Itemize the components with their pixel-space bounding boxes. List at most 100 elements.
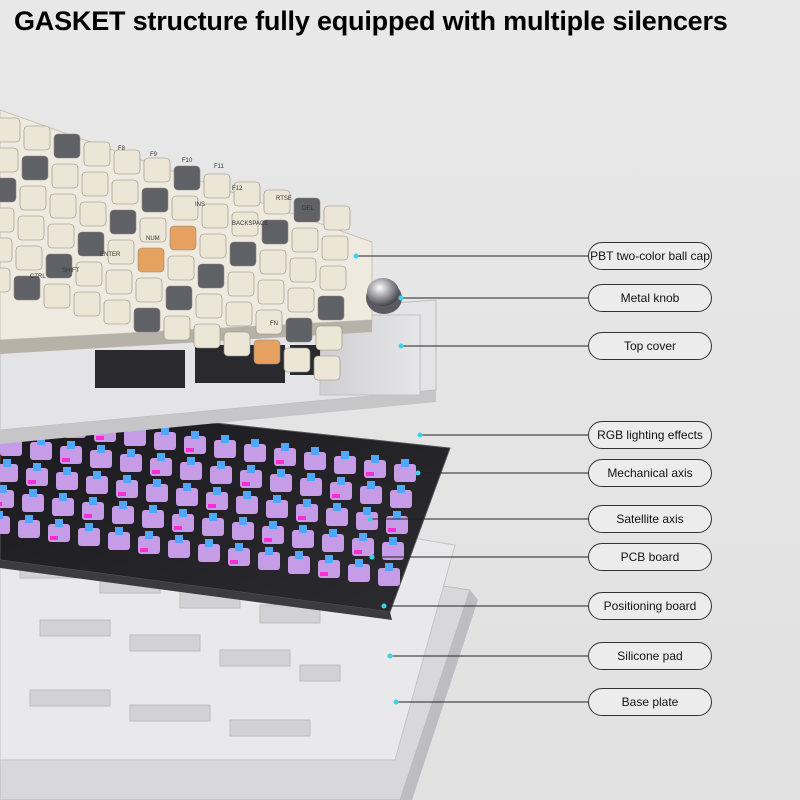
keycap [47, 223, 75, 249]
callout-base-plate: Base plate [588, 688, 712, 716]
mechanical-switch [18, 515, 40, 538]
mechanical-switch [48, 519, 70, 542]
mechanical-switch [30, 437, 52, 460]
keycap [259, 249, 287, 275]
keycap [197, 263, 225, 289]
keycap [111, 179, 139, 205]
mechanical-switch [214, 435, 236, 458]
callout-pbt-keycaps: PBT two-color ball cap [588, 242, 712, 270]
keycap [169, 225, 197, 251]
keycap-legend: NUM [146, 236, 160, 242]
keycap [223, 331, 251, 357]
keycap [0, 237, 13, 263]
callout-positioning-board: Positioning board [588, 592, 712, 620]
keycap [283, 347, 311, 373]
keycap [317, 295, 345, 321]
keycap [289, 257, 317, 283]
mechanical-switch [198, 539, 220, 562]
page-title: GASKET structure fully equipped with mul… [14, 6, 728, 36]
keycap [45, 253, 73, 279]
mechanical-switch [116, 475, 138, 498]
keycap [53, 133, 81, 159]
mechanical-switch [330, 477, 352, 500]
keycap [135, 277, 163, 303]
mechanical-switch [112, 501, 134, 524]
callout-rgb-lighting: RGB lighting effects [588, 421, 712, 449]
mechanical-switch [22, 489, 44, 512]
mechanical-switch [108, 527, 130, 550]
keycap [315, 325, 343, 351]
mechanical-switch [228, 543, 250, 566]
keycap [43, 283, 71, 309]
mechanical-switch [352, 533, 374, 556]
keycap [143, 157, 171, 183]
keycap [233, 181, 261, 207]
mechanical-switch [56, 467, 78, 490]
keycap [139, 217, 167, 243]
mechanical-switch [270, 469, 292, 492]
callout-metal-knob: Metal knob [588, 284, 712, 312]
keycap [13, 275, 41, 301]
keycap [15, 245, 43, 271]
keycap [255, 309, 283, 335]
callout-mechanical-axis: Mechanical axis [588, 459, 712, 487]
keycap [285, 317, 313, 343]
keycap [313, 355, 341, 381]
mechanical-switch [210, 461, 232, 484]
keycap [203, 173, 231, 199]
keycap-legend: SHIFT [62, 268, 80, 274]
keycap-legend: RTSE [276, 196, 292, 202]
keycap-legend: BACKSPACE [232, 221, 268, 227]
keycap [171, 195, 199, 221]
mechanical-switch [82, 497, 104, 520]
mechanical-switch [168, 535, 190, 558]
keycap [107, 239, 135, 265]
mechanical-switch [318, 555, 340, 578]
keycap [137, 247, 165, 273]
mechanical-switch [292, 525, 314, 548]
mechanical-switch [390, 485, 412, 508]
callout-satellite-axis: Satellite axis [588, 505, 712, 533]
mechanical-switch [236, 491, 258, 514]
keycap [225, 301, 253, 327]
mechanical-switch [138, 531, 160, 554]
mechanical-switch [244, 439, 266, 462]
mechanical-switch [262, 521, 284, 544]
keycap [51, 163, 79, 189]
mechanical-switch [296, 499, 318, 522]
keycap [17, 215, 45, 241]
mechanical-switch [176, 483, 198, 506]
keycap [141, 187, 169, 213]
mechanical-switch [386, 511, 408, 534]
mechanical-switch [0, 459, 18, 482]
mechanical-switch [288, 551, 310, 574]
keycap [0, 267, 11, 293]
keycap [109, 209, 137, 235]
keycap [81, 171, 109, 197]
keycap [229, 241, 257, 267]
keycap [21, 155, 49, 181]
mechanical-switch [146, 479, 168, 502]
keycap-legend: FN [270, 321, 278, 327]
keycap [227, 271, 255, 297]
keycap [293, 197, 321, 223]
keycap-legend: INS [195, 202, 205, 208]
mechanical-switch [26, 463, 48, 486]
keycap [199, 233, 227, 259]
mechanical-switch [202, 513, 224, 536]
keycap [323, 205, 351, 231]
mechanical-switch [60, 441, 82, 464]
mechanical-switch [360, 481, 382, 504]
keycap-legend: DEL [302, 206, 314, 212]
mechanical-switch [90, 445, 112, 468]
keycap [0, 207, 15, 233]
mechanical-switch [150, 453, 172, 476]
keycap [291, 227, 319, 253]
keycap [0, 147, 19, 173]
mechanical-switch [142, 505, 164, 528]
keycap [113, 149, 141, 175]
keycap-legend: F11 [214, 164, 225, 170]
keycap [19, 185, 47, 211]
